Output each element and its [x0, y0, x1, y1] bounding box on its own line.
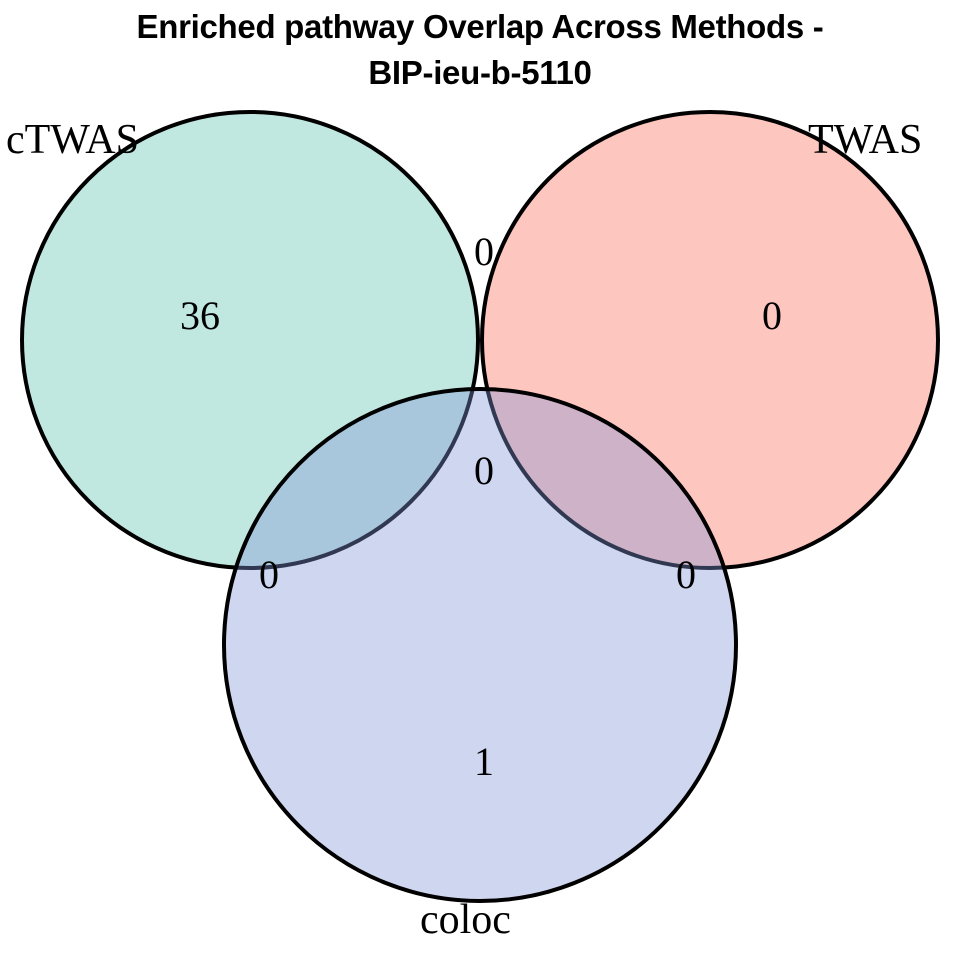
set-label-coloc: coloc [420, 897, 511, 943]
set-label-twas: TWAS [808, 117, 923, 163]
region-count-all-three: 0 [474, 448, 494, 493]
venn-circle-coloc [222, 387, 738, 903]
region-count-coloc-only: 1 [474, 739, 494, 784]
region-count-twas-only: 0 [762, 293, 782, 338]
chart-title: Enriched pathway Overlap Across Methods … [0, 0, 960, 96]
venn-circle-twas [480, 110, 940, 570]
region-count-ctwas-only: 36 [180, 293, 220, 338]
region-count-ctwas-coloc: 0 [259, 552, 279, 597]
region-count-ctwas-twas: 0 [474, 229, 494, 274]
venn-circles [20, 110, 940, 903]
venn-circle-ctwas [20, 110, 480, 570]
set-label-ctwas: cTWAS [6, 117, 139, 163]
chart-title-line-2: BIP-ieu-b-5110 [368, 54, 592, 91]
chart-title-line-1: Enriched pathway Overlap Across Methods … [136, 8, 824, 45]
region-count-twas-coloc: 0 [676, 552, 696, 597]
